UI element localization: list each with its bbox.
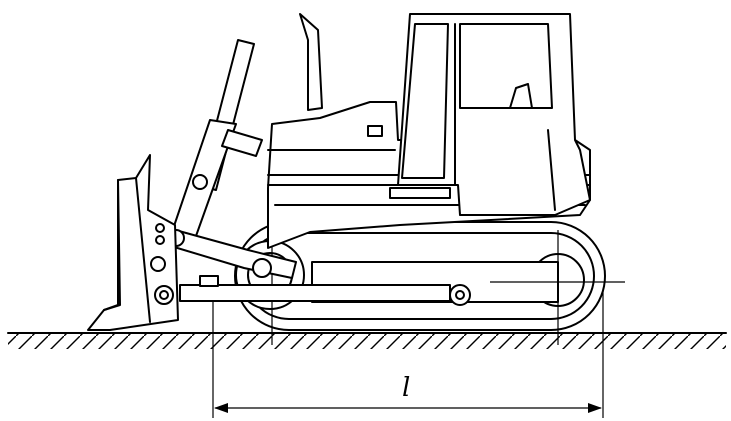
tilt-arm-pivot [252, 258, 272, 278]
dozer-blade [87, 154, 179, 331]
cylinder-mount [221, 129, 263, 157]
step-plate [389, 187, 451, 199]
push-arm-bracket [199, 275, 219, 287]
cab [397, 13, 591, 216]
push-arm-pivot [449, 284, 471, 306]
push-arm [179, 275, 471, 306]
blade-face-line [135, 177, 151, 323]
blade-pin-3 [150, 256, 166, 272]
cab-rear-edge [547, 129, 556, 211]
push-arm-bar [179, 284, 451, 302]
cab-door [401, 23, 449, 179]
cylinder-pin [192, 174, 208, 190]
blade-pin-4-center [159, 290, 169, 300]
blade-linkage [163, 227, 297, 279]
dimension-l: l [212, 270, 604, 418]
track-assembly [234, 221, 625, 345]
dimension-label: l [402, 373, 410, 403]
ground-hatch [8, 333, 726, 349]
push-arm-pivot-pin [455, 290, 465, 300]
lift-cylinder [171, 39, 263, 237]
cab-window [459, 23, 553, 109]
blade-pin-1 [155, 223, 165, 233]
cab-shell [397, 13, 591, 216]
blade-edge [103, 179, 121, 311]
exhaust-stack [299, 13, 323, 111]
operator-seat [509, 83, 533, 109]
blade-pin-2 [155, 235, 165, 245]
ground [7, 332, 727, 349]
hood-vent [367, 125, 383, 137]
blade-pin-4 [154, 285, 174, 305]
